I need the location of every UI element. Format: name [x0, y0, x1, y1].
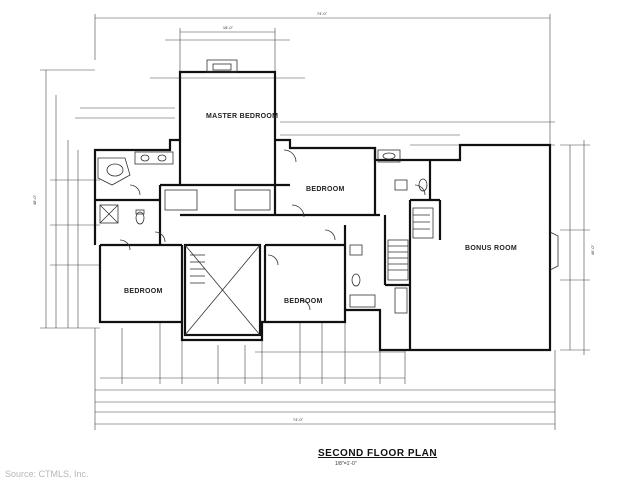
left-dimension-lines — [40, 69, 100, 329]
fixtures — [97, 149, 428, 314]
source-credit: Source: CTMLS, Inc. — [5, 469, 89, 479]
overall-bottom-dim: 74'-0" — [293, 417, 304, 422]
room-label-bedroom-small: BEDROOM — [284, 298, 323, 305]
left-height-dim: 48'-0" — [32, 194, 37, 205]
master-width-dim: 18'-0" — [223, 25, 234, 30]
bottom-dimension-lines — [94, 310, 556, 430]
room-label-bonus: BONUS ROOM — [465, 245, 517, 252]
room-label-bedroom-center: BEDROOM — [306, 186, 345, 193]
fireplace — [212, 63, 232, 71]
right-dimension-lines — [560, 140, 590, 355]
overall-top-dim: 74'-0" — [317, 11, 328, 16]
exterior-walls — [93, 70, 552, 352]
rear-stair — [387, 207, 434, 281]
bay-window — [549, 231, 559, 271]
chimney — [206, 59, 238, 73]
top-dimension-lines — [75, 14, 555, 146]
right-height-dim: 46'-0" — [590, 244, 595, 255]
open-to-below — [183, 243, 262, 337]
door-swings — [119, 149, 426, 311]
interior-walls — [95, 140, 442, 350]
room-label-master: MASTER BEDROOM — [206, 113, 278, 120]
plan-scale: 1/8"=1'-0" — [335, 461, 357, 467]
room-label-bedroom-left: BEDROOM — [124, 288, 163, 295]
stairwell — [183, 243, 262, 337]
plan-title: SECOND FLOOR PLAN — [318, 448, 438, 459]
